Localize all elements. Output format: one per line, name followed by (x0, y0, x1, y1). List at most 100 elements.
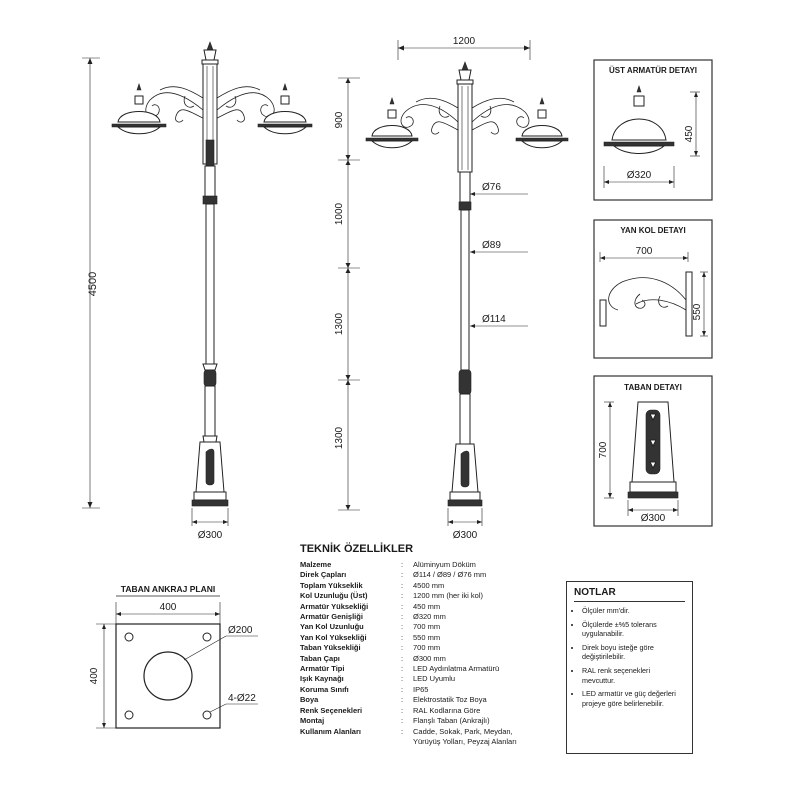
spec-colon: : (401, 580, 404, 590)
anchor-plan-title: TABAN ANKRAJ PLANI (121, 584, 215, 594)
spec-key: Kullanım Alanları (300, 726, 361, 736)
detail-side-arm-width: 700 (636, 246, 653, 257)
spec-value: LED Uyumlu (413, 674, 456, 684)
note-item: RAL renk seçenekleri mevcuttur. (582, 666, 685, 685)
spec-colon: : (401, 705, 404, 715)
spec-value: 450 mm (413, 601, 441, 611)
detail-side-arm: YAN KOL DETAYI 700 550 (593, 219, 713, 359)
anchor-plan-width: 400 (160, 602, 177, 613)
center-pole-dimensioned: 1200 900 1000 1300 1300 (334, 36, 569, 541)
dim-seg-1300-upper: 1300 (334, 312, 345, 335)
spec-colon: : (401, 664, 404, 674)
spec-colon: : (401, 695, 404, 705)
spec-value: 1200 mm (her iki kol) (413, 591, 484, 601)
spec-value: Yürüyüş Yolları, Peyzaj Alanları (413, 736, 517, 746)
spec-row: Yürüyüş Yolları, Peyzaj Alanları (300, 737, 517, 747)
spec-colon: : (401, 612, 404, 622)
spec-value: Ø300 mm (413, 653, 446, 663)
detail-base-title: TABAN DETAYI (624, 383, 682, 392)
spec-value: LED Aydınlatma Armatürü (413, 664, 500, 674)
dim-dia-76: Ø76 (482, 182, 501, 193)
spec-row: Armatür Tipi: LED Aydınlatma Armatürü (300, 664, 517, 674)
spec-key: Toplam Yükseklik (300, 580, 363, 590)
spec-value: Ø320 mm (413, 612, 446, 622)
spec-value: Ø114 / Ø89 / Ø76 mm (413, 570, 487, 580)
spec-colon: : (401, 632, 404, 642)
notes-list: Ölçüler mm'dir.Ölçülerde ±%5 tolerans uy… (574, 606, 685, 708)
spec-value: Elektrostatik Toz Boya (413, 695, 487, 705)
spec-value: 700 mm (413, 643, 441, 653)
spec-row: Kullanım Alanları: Cadde, Sokak, Park, Me… (300, 727, 517, 737)
dim-seg-900: 900 (334, 111, 345, 128)
spec-row: Renk Seçenekleri: RAL Kodlarına Göre (300, 706, 517, 716)
spec-value: 700 mm (413, 622, 441, 632)
spec-value: 4500 mm (413, 580, 445, 590)
spec-value: Flanşlı Taban (Ankrajlı) (413, 716, 490, 726)
note-item: Ölçülerde ±%5 tolerans uygulanabilir. (582, 620, 685, 639)
dim-seg-1000: 1000 (334, 202, 345, 225)
spec-row: Koruma Sınıfı:IP65 (300, 685, 517, 695)
spec-row: Armatür Genişliği: Ø320 mm (300, 612, 517, 622)
spec-value: Cadde, Sokak, Park, Meydan, (413, 726, 513, 736)
spec-colon: : (401, 674, 404, 684)
spec-colon: : (401, 726, 404, 736)
spec-row: Toplam Yükseklik:4500 mm (300, 581, 517, 591)
spec-key: Yan Kol Uzunluğu (300, 622, 364, 632)
detail-base: TABAN DETAYI 700 Ø300 (593, 375, 713, 527)
spec-key: Montaj (300, 716, 325, 726)
spec-key: Armatür Tipi (300, 664, 345, 674)
spec-colon: : (401, 716, 404, 726)
dim-seg-1300-lower: 1300 (334, 426, 345, 449)
spec-key: Malzeme (300, 560, 332, 569)
spec-value: RAL Kodlarına Göre (413, 705, 481, 715)
detail-top-fixture-diameter: Ø320 (627, 170, 652, 181)
spec-key: Renk Seçenekleri (300, 705, 363, 715)
spec-row: Işık Kaynağı: LED Uyumlu (300, 674, 517, 684)
note-item: LED armatür ve güç değerleri projeye gör… (582, 689, 685, 708)
notes-box: NOTLAR Ölçüler mm'dir.Ölçülerde ±%5 tole… (566, 581, 693, 754)
spec-row: Yan Kol Uzunluğu:700 mm (300, 622, 517, 632)
spec-colon: : (401, 653, 404, 663)
spec-key: Taban Çapı (300, 653, 340, 663)
spec-key (300, 737, 401, 747)
spec-key: Direk Çapları (300, 570, 347, 580)
spec-key: Işık Kaynağı (300, 674, 344, 684)
spec-key: Koruma Sınıfı (300, 684, 349, 694)
dim-total-height: 4500 (87, 272, 99, 296)
spec-colon: : (401, 591, 404, 601)
left-pole-elevation: 4500 (82, 41, 313, 541)
spec-colon (401, 737, 413, 747)
spec-colon: : (401, 684, 404, 694)
spec-row: Yan Kol Yüksekliği:550 mm (300, 633, 517, 643)
spec-row: Taban Yüksekliği:700 mm (300, 643, 517, 653)
spec-row: Taban Çapı: Ø300 mm (300, 654, 517, 664)
spec-colon: : (401, 570, 404, 580)
spec-row: Armatür Yüksekliği:450 mm (300, 602, 517, 612)
spec-colon: : (401, 622, 404, 632)
note-item: Direk boyu isteğe göre değiştirilebilir. (582, 643, 685, 662)
anchor-plan: TABAN ANKRAJ PLANI 400 400 Ø200 4-Ø22 (89, 584, 258, 729)
spec-key: Armatür Genişliği (300, 612, 363, 622)
spec-key: Taban Yüksekliği (300, 643, 361, 653)
spec-key: Boya (300, 695, 319, 705)
detail-top-fixture-title: ÜST ARMATÜR DETAYI (609, 66, 697, 75)
specs-title: TEKNİK ÖZELLİKLER (300, 543, 414, 555)
spec-colon: : (401, 643, 404, 653)
detail-side-arm-title: YAN KOL DETAYI (620, 226, 685, 235)
detail-base-diameter: Ø300 (641, 513, 666, 524)
spec-key: Armatür Yüksekliği (300, 601, 369, 611)
spec-row: Kol Uzunluğu (Üst):1200 mm (her iki kol) (300, 591, 517, 601)
spec-colon: : (401, 560, 404, 569)
anchor-plan-center-hole: Ø200 (228, 625, 253, 636)
spec-key: Yan Kol Yüksekliği (300, 632, 367, 642)
anchor-plan-height: 400 (89, 667, 100, 684)
dim-top-width: 1200 (453, 36, 476, 47)
spec-row: Direk Çapları: Ø114 / Ø89 / Ø76 mm (300, 570, 517, 580)
detail-top-fixture-height: 450 (684, 125, 695, 142)
dim-dia-89: Ø89 (482, 240, 501, 251)
detail-top-fixture: ÜST ARMATÜR DETAYI Ø320 450 (593, 59, 713, 201)
anchor-plan-bolt-holes: 4-Ø22 (228, 693, 256, 704)
detail-base-height: 700 (598, 441, 609, 458)
